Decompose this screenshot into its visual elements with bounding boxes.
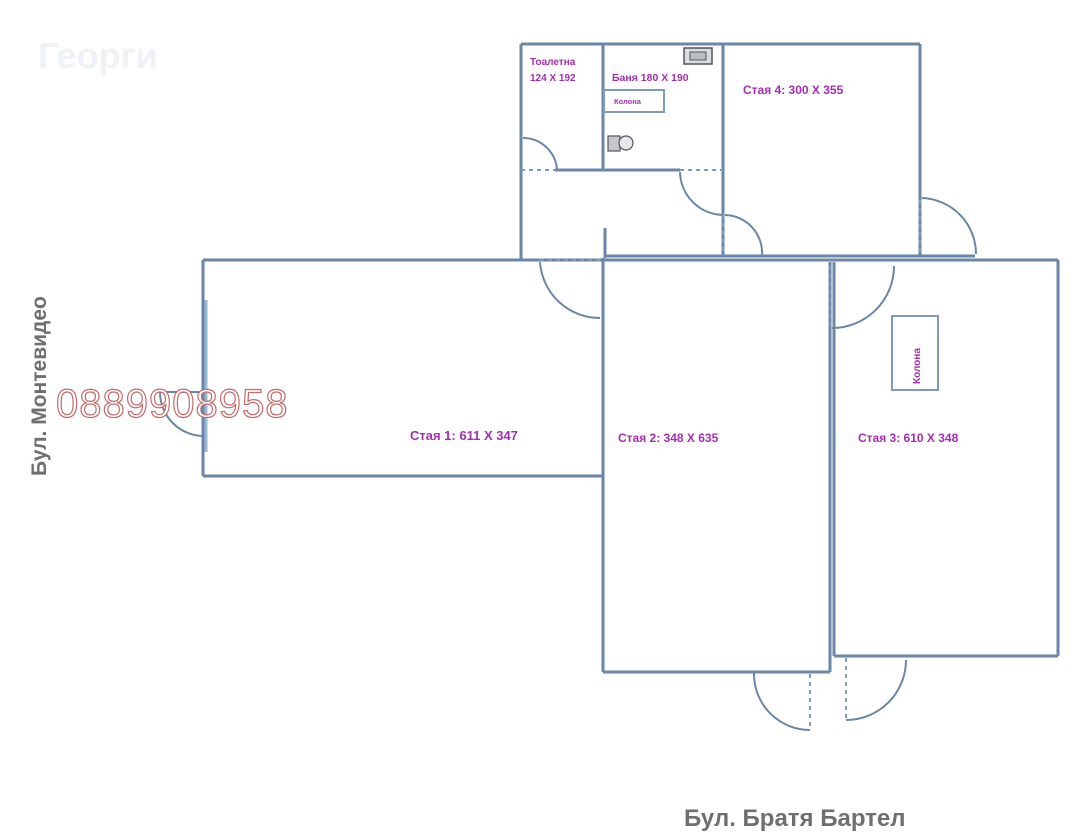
bath-label: Баня 180 X 190 bbox=[612, 72, 689, 84]
toilet-label: Тоалетна bbox=[530, 57, 576, 68]
room-3-column-label: Колона bbox=[912, 348, 923, 384]
owner-watermark: Георги bbox=[38, 35, 158, 76]
room-3-label: Стая 3: 610 X 348 bbox=[858, 431, 959, 445]
room-4 bbox=[606, 44, 977, 258]
room-1 bbox=[159, 258, 603, 478]
room-4-label: Стая 4: 300 X 355 bbox=[743, 83, 844, 97]
boiler-icon bbox=[607, 135, 634, 152]
room-1-label: Стая 1: 611 X 347 bbox=[410, 428, 518, 443]
room-2 bbox=[601, 228, 832, 674]
toilet-size-label: 124 X 192 bbox=[530, 73, 576, 84]
wet-area bbox=[519, 42, 920, 260]
room-3 bbox=[829, 258, 1060, 658]
phone-number: 0889908958 bbox=[56, 382, 288, 426]
street-bottom-label: Бул. Братя Бартел bbox=[684, 805, 906, 832]
room-2-label: Стая 2: 348 X 635 bbox=[618, 431, 719, 445]
street-left-label: Бул. Монтевидео bbox=[28, 296, 51, 476]
bottom-doors bbox=[753, 658, 907, 731]
bath-column-label: Колона bbox=[614, 97, 642, 106]
